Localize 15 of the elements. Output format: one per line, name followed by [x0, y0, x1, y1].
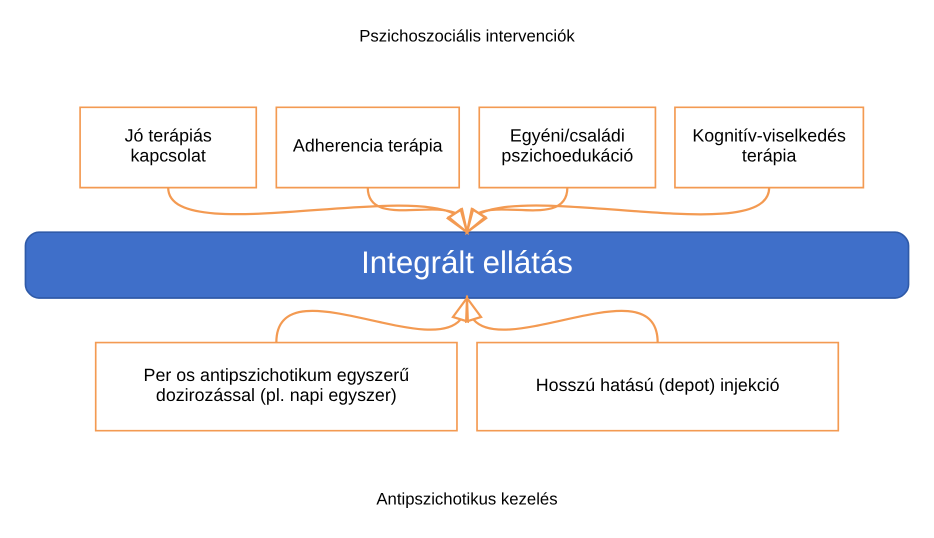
label: Pszichoszociális intervenciók: [359, 26, 575, 46]
arrow: [366, 187, 469, 236]
label: Antipszichotikus kezelés: [376, 489, 558, 508]
node-box: Integrált ellátás: [24, 231, 910, 299]
node-box: Per os antipszichotikum egyszerű dozirozással (pl. napi egyszer): [94, 342, 458, 432]
node-box: Kognitív-viselkedés terápia: [674, 106, 864, 188]
node-box: Adherencia terápia: [276, 106, 460, 188]
arrow: [275, 294, 470, 343]
arrow: [167, 187, 469, 235]
arrow: [465, 187, 568, 236]
arrow: [464, 294, 659, 343]
arrow: [465, 187, 770, 235]
node-box: Jó terápiás kapcsolat: [79, 106, 258, 188]
node-box: Hosszú hatású (depot) injekció: [476, 342, 840, 432]
node-box: Egyéni/családi pszichoedukáció: [478, 106, 656, 188]
